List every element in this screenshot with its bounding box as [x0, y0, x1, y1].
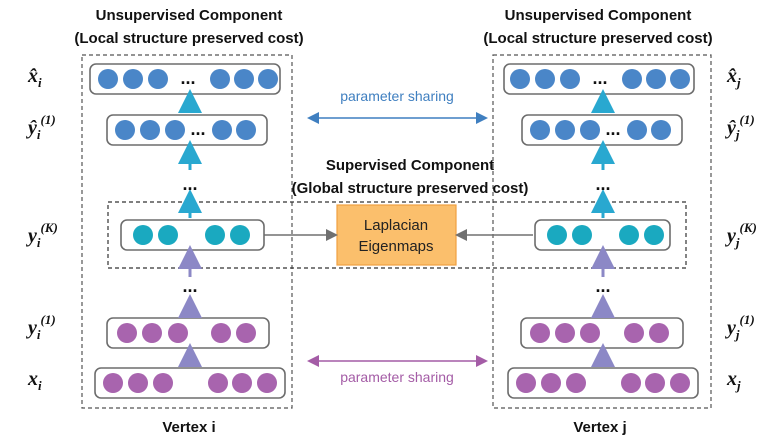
right-yhat1-layer-node	[627, 120, 647, 140]
supervised-title: Supervised Component	[326, 157, 494, 174]
label-y-hat-i-1: ŷi(1)	[26, 112, 56, 142]
right-yhat1-layer-ellipsis: ...	[605, 119, 620, 139]
label-y-hat-j-1: ŷj(1)	[725, 112, 755, 142]
right-x-layer-node	[670, 373, 690, 393]
left-yhat1-layer-ellipsis: ...	[190, 119, 205, 139]
left-x-layer-node	[208, 373, 228, 393]
left-yK-layer-node	[133, 225, 153, 245]
laplacian-eigenmaps-line1: Laplacian	[364, 217, 428, 234]
left-yhat1-layer-node	[115, 120, 135, 140]
right-xhat-layer-node	[646, 69, 666, 89]
left-y1-layer-node	[142, 323, 162, 343]
right-x-layer-node	[516, 373, 536, 393]
left-x-layer-node	[128, 373, 148, 393]
right-yK-layer-node	[619, 225, 639, 245]
right-unsupervised-box	[492, 54, 712, 409]
right-yhat1-layer-node	[555, 120, 575, 140]
right-x-layer-node	[645, 373, 665, 393]
supervised-subtitle: (Global structure preserved cost)	[292, 180, 529, 197]
right-y1-layer-node	[555, 323, 575, 343]
right-xhat-layer-node	[560, 69, 580, 89]
left-xhat-layer-ellipsis: ...	[180, 68, 195, 88]
network-layers: ........................	[89, 63, 699, 399]
left-x-layer-node	[257, 373, 277, 393]
right-lower-ellipsis: ...	[595, 276, 610, 296]
right-yhat1-layer-node	[530, 120, 550, 140]
left-x-layer-node	[153, 373, 173, 393]
label-y-j-K: yj(K)	[725, 220, 757, 250]
right-yK-layer-node	[644, 225, 664, 245]
left-yhat1-layer-node	[165, 120, 185, 140]
left-xhat-layer-node	[98, 69, 118, 89]
unsupervised-left-title: Unsupervised Component	[96, 7, 283, 24]
left-upper-ellipsis: ...	[182, 174, 197, 194]
left-xhat-layer-node	[210, 69, 230, 89]
right-x-layer-node	[566, 373, 586, 393]
label-x-hat-i: x̂i	[27, 65, 42, 90]
right-y1-layer-node	[580, 323, 600, 343]
left-y1-layer-node	[211, 323, 231, 343]
left-y1-layer-node	[236, 323, 256, 343]
left-y1-layer-node	[117, 323, 137, 343]
right-xhat-layer-ellipsis: ...	[592, 68, 607, 88]
left-x-layer-node	[232, 373, 252, 393]
label-y-i-1: yi(1)	[26, 312, 56, 342]
supervised-box	[107, 201, 687, 269]
left-y1-layer-node	[168, 323, 188, 343]
label-y-j-1: yj(1)	[725, 312, 755, 342]
left-x-layer	[94, 367, 286, 399]
label-x-j: xj	[726, 368, 741, 393]
right-yK-layer-node	[547, 225, 567, 245]
label-y-i-K: yi(K)	[26, 220, 58, 250]
parameter-sharing-top-label: parameter sharing	[340, 88, 454, 104]
laplacian-eigenmaps-line2: Eigenmaps	[358, 238, 433, 255]
label-x-hat-j: x̂j	[726, 65, 741, 90]
unsupervised-left-subtitle: (Local structure preserved cost)	[74, 30, 303, 47]
parameter-sharing-bottom-label: parameter sharing	[340, 369, 454, 385]
right-upper-ellipsis: ...	[595, 174, 610, 194]
vertex-j-label: Vertex j	[573, 419, 626, 436]
laplacian-eigenmaps-box	[336, 204, 457, 266]
right-x-layer	[507, 367, 699, 399]
left-x-layer-node	[103, 373, 123, 393]
unsupervised-right-subtitle: (Local structure preserved cost)	[483, 30, 712, 47]
right-xhat-layer-node	[535, 69, 555, 89]
right-xhat-layer-node	[510, 69, 530, 89]
left-yK-layer-node	[230, 225, 250, 245]
left-xhat-layer-node	[234, 69, 254, 89]
left-yhat1-layer-node	[140, 120, 160, 140]
right-yhat1-layer-node	[580, 120, 600, 140]
right-yhat1-layer-node	[651, 120, 671, 140]
left-yK-layer-node	[158, 225, 178, 245]
right-y1-layer-node	[649, 323, 669, 343]
left-yK-layer-node	[205, 225, 225, 245]
left-xhat-layer-node	[258, 69, 278, 89]
left-xhat-layer-node	[148, 69, 168, 89]
right-y1-layer-node	[624, 323, 644, 343]
left-yhat1-layer-node	[236, 120, 256, 140]
unsupervised-right-title: Unsupervised Component	[505, 7, 692, 24]
left-xhat-layer-node	[123, 69, 143, 89]
label-x-i: xi	[27, 368, 42, 393]
left-yhat1-layer-node	[212, 120, 232, 140]
left-unsupervised-box	[81, 54, 293, 409]
right-x-layer-node	[621, 373, 641, 393]
right-yK-layer-node	[572, 225, 592, 245]
right-xhat-layer-node	[622, 69, 642, 89]
right-y1-layer-node	[530, 323, 550, 343]
left-lower-ellipsis: ...	[182, 276, 197, 296]
right-xhat-layer-node	[670, 69, 690, 89]
vertex-i-label: Vertex i	[162, 419, 215, 436]
right-x-layer-node	[541, 373, 561, 393]
